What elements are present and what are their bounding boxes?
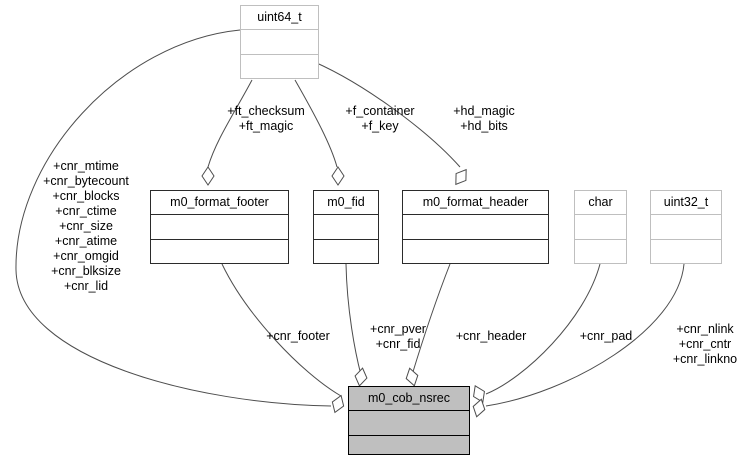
class-node-methods-m0_cob_nsrec <box>349 435 469 459</box>
aggregation-diamond-icon <box>201 166 215 186</box>
edge-label-cnr-header: +cnr_header <box>455 329 527 343</box>
class-node-attributes-uint32_t <box>651 215 721 239</box>
aggregation-diamond-icon <box>405 367 419 387</box>
edge-label-cnr-left: +cnr_mtime +cnr_bytecount +cnr_blocks +c… <box>43 159 129 293</box>
edge-paths <box>15 29 685 407</box>
edge-m0_format_header-to-m0_cob_nsrec <box>411 263 451 376</box>
edge-m0_fid-to-m0_cob_nsrec <box>345 263 362 376</box>
edge-label-cnr-pver: +cnr_pver +cnr_fid <box>370 322 426 351</box>
aggregation-diamond-icon <box>455 168 467 186</box>
aggregation-diamonds <box>201 166 486 418</box>
class-node-uint64_t[interactable]: uint64_t <box>240 5 319 79</box>
class-node-methods-uint64_t <box>241 54 318 78</box>
class-node-char[interactable]: char <box>574 190 627 264</box>
class-node-title-m0_fid: m0_fid <box>314 191 378 215</box>
class-node-methods-m0_format_header <box>403 239 548 263</box>
aggregation-diamond-icon <box>354 367 368 387</box>
edge-label-cnr-nlink: +cnr_nlink +cnr_cntr +cnr_linkno <box>672 322 738 366</box>
edge-m0_format_footer-to-m0_cob_nsrec <box>221 263 342 397</box>
class-node-title-uint32_t: uint32_t <box>651 191 721 215</box>
edge-uint64_t-to-m0_format_footer <box>207 79 253 168</box>
class-node-m0_cob_nsrec[interactable]: m0_cob_nsrec <box>348 386 470 455</box>
class-node-attributes-m0_fid <box>314 215 378 239</box>
edge-uint64_t-to-m0_format_header <box>304 57 461 168</box>
class-node-title-m0_cob_nsrec: m0_cob_nsrec <box>349 387 469 411</box>
class-node-methods-m0_format_footer <box>151 239 288 263</box>
class-node-title-m0_format_header: m0_format_header <box>403 191 548 215</box>
class-node-m0_fid[interactable]: m0_fid <box>313 190 379 264</box>
aggregation-diamond-icon <box>331 394 345 414</box>
aggregation-diamond-icon <box>331 166 345 186</box>
edge-char-to-m0_cob_nsrec <box>485 263 601 395</box>
class-node-methods-m0_fid <box>314 239 378 263</box>
class-node-methods-char <box>575 239 626 263</box>
class-node-attributes-m0_format_footer <box>151 215 288 239</box>
edge-uint64_t-to-m0_fid <box>294 79 338 168</box>
class-node-title-char: char <box>575 191 626 215</box>
edge-label-ft: +ft_checksum +ft_magic <box>227 104 305 133</box>
class-node-title-uint64_t: uint64_t <box>241 6 318 30</box>
class-node-m0_format_footer[interactable]: m0_format_footer <box>150 190 289 264</box>
class-node-attributes-m0_cob_nsrec <box>349 411 469 435</box>
class-node-m0_format_header[interactable]: m0_format_header <box>402 190 549 264</box>
edge-label-hd: +hd_magic +hd_bits <box>453 104 515 133</box>
class-node-methods-uint32_t <box>651 239 721 263</box>
class-node-attributes-m0_format_header <box>403 215 548 239</box>
edge-label-cnr-footer: +cnr_footer <box>266 329 330 343</box>
class-node-attributes-char <box>575 215 626 239</box>
class-node-title-m0_format_footer: m0_format_footer <box>151 191 288 215</box>
class-node-attributes-uint64_t <box>241 30 318 54</box>
aggregation-diamond-icon <box>472 398 486 418</box>
class-node-uint32_t[interactable]: uint32_t <box>650 190 722 264</box>
edge-label-f: +f_container +f_key <box>345 104 415 133</box>
edge-label-cnr-pad: +cnr_pad <box>579 329 633 343</box>
edge-uint32_t-to-m0_cob_nsrec <box>485 263 685 407</box>
edge-uint64_t-to-m0_cob_nsrec <box>15 29 332 407</box>
